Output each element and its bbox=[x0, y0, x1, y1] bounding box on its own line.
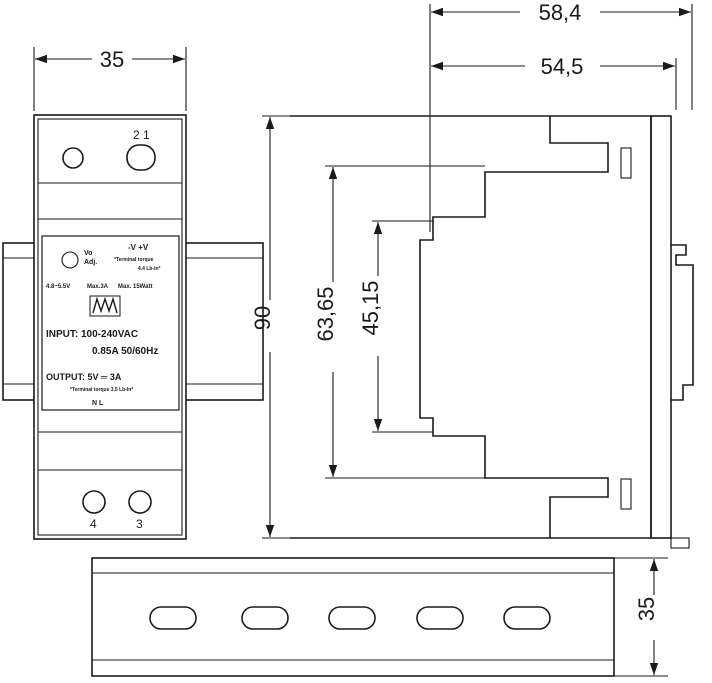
input-label: INPUT: 100-240VAC bbox=[46, 329, 138, 340]
din-clip-icon bbox=[671, 244, 694, 401]
top-hole-icon bbox=[62, 147, 84, 169]
output-label: OUTPUT: 5V ═ 3A bbox=[46, 372, 122, 382]
front-view: 2 1 4 3 Vo Adj. -V +V *Terminal torque 4… bbox=[2, 47, 264, 540]
terminal-3-icon bbox=[128, 490, 152, 514]
height-dimension: 90 bbox=[250, 306, 275, 330]
rail-slot-icon bbox=[149, 606, 197, 630]
terminal-3-number: 3 bbox=[136, 517, 143, 531]
rail-height-dimension: 35 bbox=[634, 597, 659, 621]
mid-height-dimension: 63,65 bbox=[313, 286, 338, 341]
width-dimension: 35 bbox=[100, 47, 124, 72]
adj-label: Vo bbox=[84, 250, 92, 257]
product-label: Vo Adj. -V +V *Terminal torque 4.4 Lb-In… bbox=[41, 235, 180, 411]
side-view: 58,4 54,5 90 63,65 45,15 bbox=[250, 0, 694, 549]
din-rail-view: 35 bbox=[91, 557, 668, 677]
polarity-label: -V +V bbox=[128, 243, 149, 252]
terminal-nl-label: N L bbox=[92, 400, 104, 407]
depth-dimension: 58,4 bbox=[539, 0, 582, 25]
top-terminal-icon bbox=[126, 144, 156, 171]
svg-text:4.4 Lb-In*: 4.4 Lb-In* bbox=[138, 266, 161, 272]
body-depth-dimension: 54,5 bbox=[541, 54, 584, 79]
range-label: 4.8~5.5V bbox=[46, 284, 70, 290]
torque-bottom-label: *Terminal torque 3.5 Lb-In* bbox=[70, 387, 133, 393]
max-current-label: Max.3A bbox=[87, 284, 109, 290]
mw-logo-icon bbox=[89, 295, 121, 317]
terminal-4-number: 4 bbox=[90, 517, 97, 531]
rail-slot-icon bbox=[241, 606, 289, 630]
input-current-label: 0.85A 50/60Hz bbox=[92, 346, 158, 357]
rail-slot-icon bbox=[503, 606, 551, 630]
max-power-label: Max. 15Watt bbox=[118, 284, 152, 290]
inner-height-dimension: 45,15 bbox=[358, 280, 383, 335]
svg-text:Adj.: Adj. bbox=[84, 259, 97, 266]
svg-text:*Terminal torque: *Terminal torque bbox=[114, 257, 154, 263]
top-terminal-numbers: 2 1 bbox=[133, 128, 150, 142]
rail-slot-icon bbox=[416, 606, 464, 630]
terminal-4-icon bbox=[82, 490, 106, 514]
adj-pot-icon bbox=[61, 251, 79, 269]
rail-slot-icon bbox=[328, 606, 376, 630]
